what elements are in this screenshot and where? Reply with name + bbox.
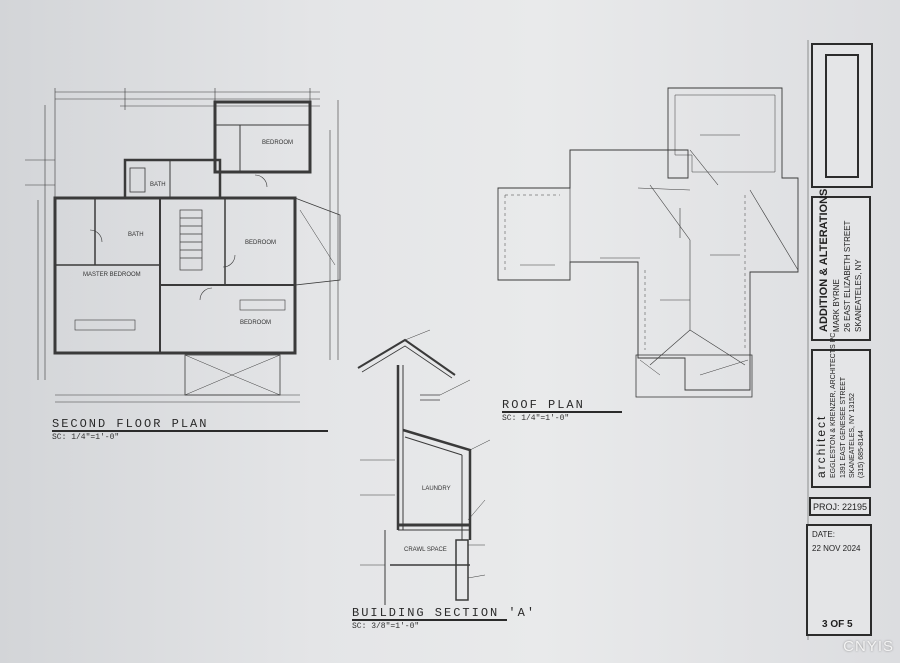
building-section-underline — [352, 619, 507, 621]
firm-street: 1391 EAST GENESEE STREET — [840, 376, 847, 478]
room-label-bath: BATH — [128, 232, 144, 238]
sheet-number: 3 OF 5 — [822, 619, 853, 630]
date-label: DATE: — [812, 530, 835, 539]
roof-plan-underline — [502, 411, 622, 413]
firm-name: EGGLESTON & KRENZER, ARCHITECTS PC — [830, 332, 837, 478]
building-section-scale: SC: 3/8"=1'-0" — [352, 622, 420, 631]
watermark: CNYIS — [843, 638, 894, 655]
roof-plan-drawing — [497, 87, 799, 398]
title-block-frames — [811, 43, 873, 488]
second-floor-plan-scale: SC: 1/4"=1'-0" — [52, 433, 120, 442]
room-label-laundry: LAUNDRY — [422, 486, 451, 492]
building-section-drawing — [357, 329, 491, 605]
project-number: PROJ: 22195 — [809, 497, 871, 516]
building-section-title: BUILDING SECTION 'A' — [352, 606, 537, 620]
project-address-line2: SKANEATELES, NY — [854, 259, 863, 332]
roof-plan-scale: SC: 1/4"=1'-0" — [502, 414, 570, 423]
project-title: ADDITION & ALTERATIONS — [818, 188, 830, 332]
client-name: MARK BYRNE — [832, 279, 841, 332]
room-label-crawl-space: CRAWL SPACE — [404, 547, 447, 553]
firm-phone: (315) 685-8144 — [858, 430, 865, 478]
firm-logo: architect — [814, 414, 828, 478]
room-label-bath: BATH — [150, 182, 166, 188]
firm-city: SKANEATELES, NY 13152 — [849, 393, 856, 478]
second-floor-plan-drawing — [25, 88, 341, 403]
roof-plan-title: ROOF PLAN — [502, 398, 585, 412]
room-label-bedroom: BEDROOM — [245, 240, 277, 246]
second-floor-plan-title: SECOND FLOOR PLAN — [52, 417, 209, 431]
room-label-bedroom: BEDROOM — [262, 140, 294, 146]
room-label-bedroom: BEDROOM — [240, 320, 272, 326]
date-sheet-box: DATE: 22 NOV 2024 3 OF 5 — [806, 524, 872, 636]
project-address-line1: 26 EAST ELIZABETH STREET — [843, 220, 852, 332]
room-label-master-bedroom: MASTER BEDROOM — [83, 272, 141, 278]
second-floor-plan-underline — [52, 430, 328, 432]
date-value: 22 NOV 2024 — [812, 544, 861, 553]
